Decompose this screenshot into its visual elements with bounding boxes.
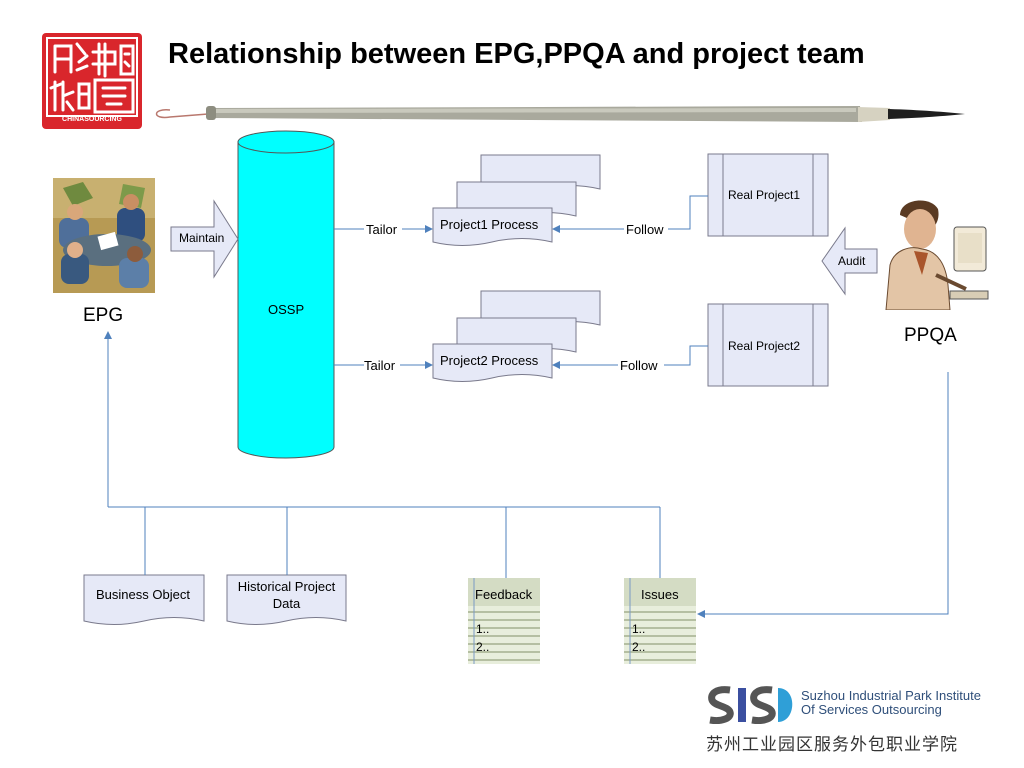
feedback-title: Feedback [475,587,533,602]
historical-project-data-label: Historical Project Data [227,578,346,612]
follow-label-1: Follow [626,222,664,237]
tailor-label-1: Tailor [366,222,398,237]
historical-project-data-doc [226,574,347,625]
feedback-item-1: 1.. [476,622,490,636]
brush-divider-image [150,98,970,128]
feedback-item-2: 2.. [476,640,490,654]
real-project2-label: Real Project2 [728,339,801,353]
tailor-label-2: Tailor [364,358,396,373]
siso-logo-mark [708,686,793,724]
real-project2-box [707,303,829,387]
epg-label: EPG [83,305,124,326]
historical-project-data-line1: Historical Project [237,579,336,594]
ppqa-label: PPQA [904,325,957,346]
audit-arrow-shape [821,226,878,296]
maintain-label: Maintain [179,231,225,245]
issues-item-2: 2.. [632,640,646,654]
project2-process-label: Project2 Process [440,353,539,368]
issues-title: Issues [641,587,679,602]
follow-label-2: Follow [620,358,658,373]
ppqa-person-at-computer-image [880,195,990,311]
siso-logo-line2: Of Services Outsourcing [801,702,942,717]
connector-lines [104,195,949,618]
historical-project-data-line2: Data [272,596,301,611]
slide-title: Relationship between EPG,PPQA and projec… [168,38,865,70]
seal-text: CHINASOURCING [62,116,122,123]
audit-label: Audit [838,254,866,268]
siso-logo-line1: Suzhou Industrial Park Institute [801,688,981,703]
real-project1-box [707,153,829,237]
siso-logo: Suzhou Industrial Park Institute Of Serv… [706,682,1006,762]
china-sourcing-seal-logo: CHINASOURCING [41,32,143,130]
issues-item-1: 1.. [632,622,646,636]
siso-chinese-name: 苏州工业园区服务外包职业学院 [706,735,958,755]
issues-list-box [624,578,696,664]
feedback-list-box [468,578,540,664]
business-object-label: Business Object [96,587,190,602]
project2-process-doc-stack [432,290,601,382]
ossp-cylinder [237,130,335,459]
project1-process-label: Project1 Process [440,217,539,232]
ossp-label: OSSP [268,302,305,317]
real-project1-label: Real Project1 [728,188,801,202]
maintain-arrow-shape [170,199,239,279]
business-object-doc [83,574,205,625]
epg-team-meeting-image [53,178,155,293]
project1-process-doc-stack [432,154,601,246]
